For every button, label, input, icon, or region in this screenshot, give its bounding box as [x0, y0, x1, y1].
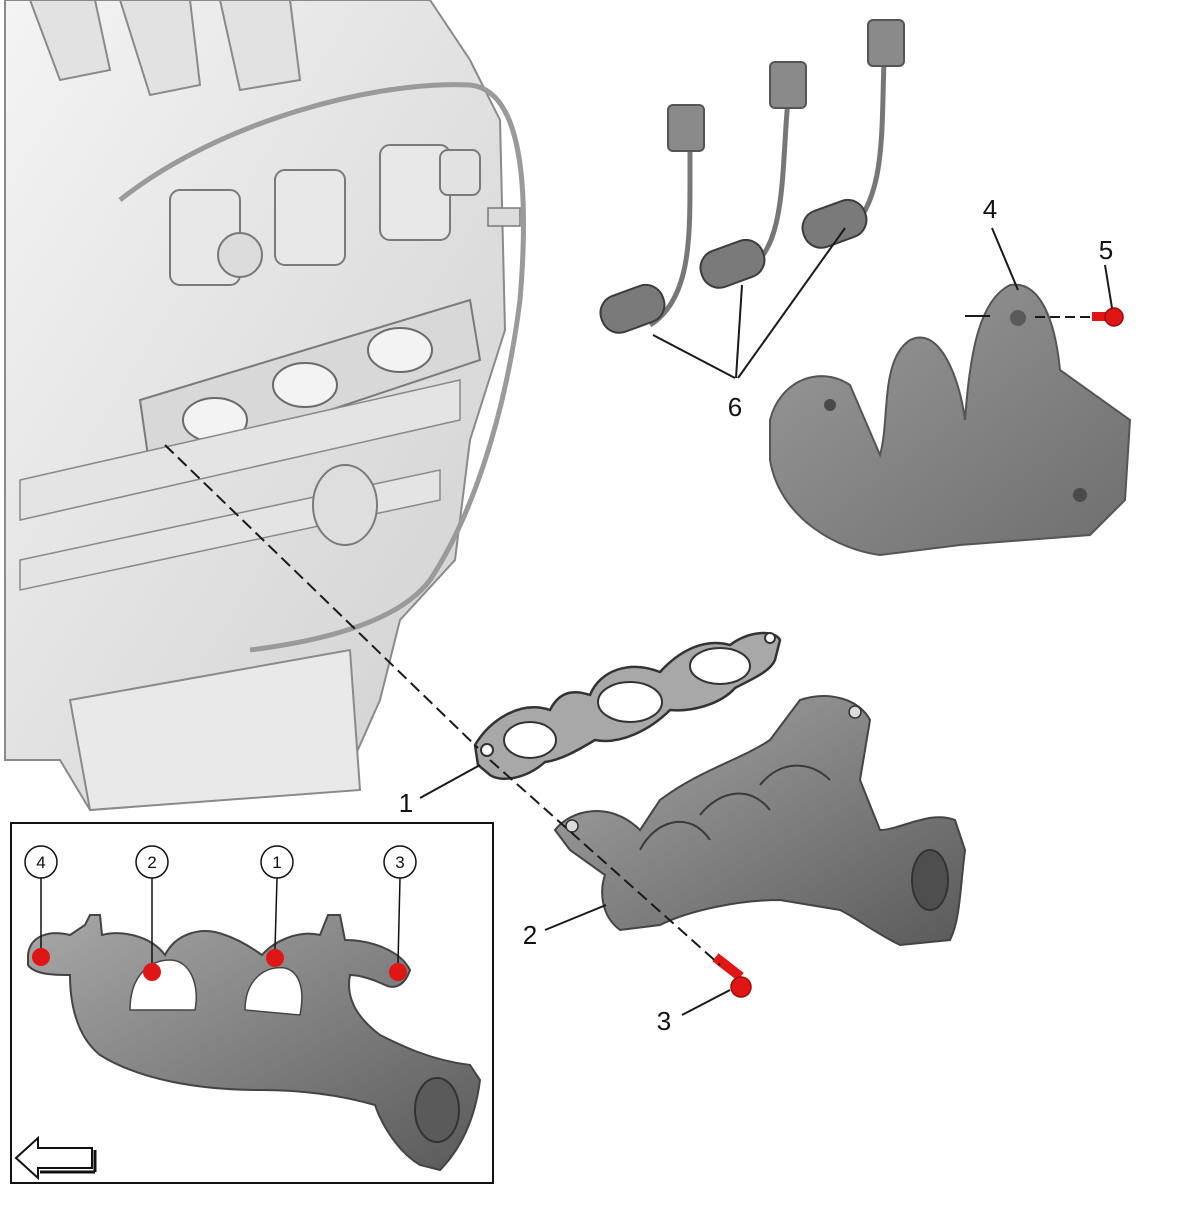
exhaust-manifold-bolt — [712, 953, 752, 998]
engine-assembly — [4, 0, 526, 812]
oxygen-sensor — [801, 198, 868, 249]
callout-exhaust-manifold: 2 — [523, 920, 537, 950]
sequence-bolt-3 — [389, 963, 407, 981]
sequence-marker: 4 — [24, 845, 58, 879]
sequence-label: 1 — [272, 853, 281, 872]
callout-heat-shield: 4 — [983, 194, 997, 224]
sequence-bolt-2 — [143, 963, 161, 981]
sequence-marker: 1 — [260, 845, 294, 879]
callout-gasket: 1 — [399, 788, 413, 818]
alignment-line — [164, 444, 479, 749]
heat-shield — [769, 283, 1132, 557]
heat-shield-bolt — [1092, 307, 1124, 327]
sequence-marker: 2 — [135, 845, 169, 879]
callout-oxygen-sensor-harness: 6 — [728, 392, 742, 422]
sequence-bolt-4 — [32, 948, 50, 966]
tightening-sequence-inset: 4 2 1 3 — [10, 822, 494, 1184]
sequence-label: 3 — [395, 853, 404, 872]
oxygen-sensor — [699, 238, 766, 289]
arrow-left-icon — [14, 1135, 93, 1181]
exhaust-manifold — [553, 695, 967, 947]
callout-heat-shield-bolt: 5 — [1099, 235, 1113, 265]
sequence-bolt-1 — [266, 949, 284, 967]
oxygen-sensor — [599, 283, 666, 334]
sequence-label: 4 — [36, 853, 45, 872]
alignment-line — [489, 759, 721, 966]
sequence-label: 2 — [147, 853, 156, 872]
callout-exhaust-manifold-bolt: 3 — [657, 1006, 671, 1036]
sequence-marker: 3 — [383, 845, 417, 879]
oxygen-sensor-harness — [599, 19, 905, 334]
leader-lines — [419, 227, 1113, 1016]
exhaust-manifold-gasket — [473, 631, 782, 780]
